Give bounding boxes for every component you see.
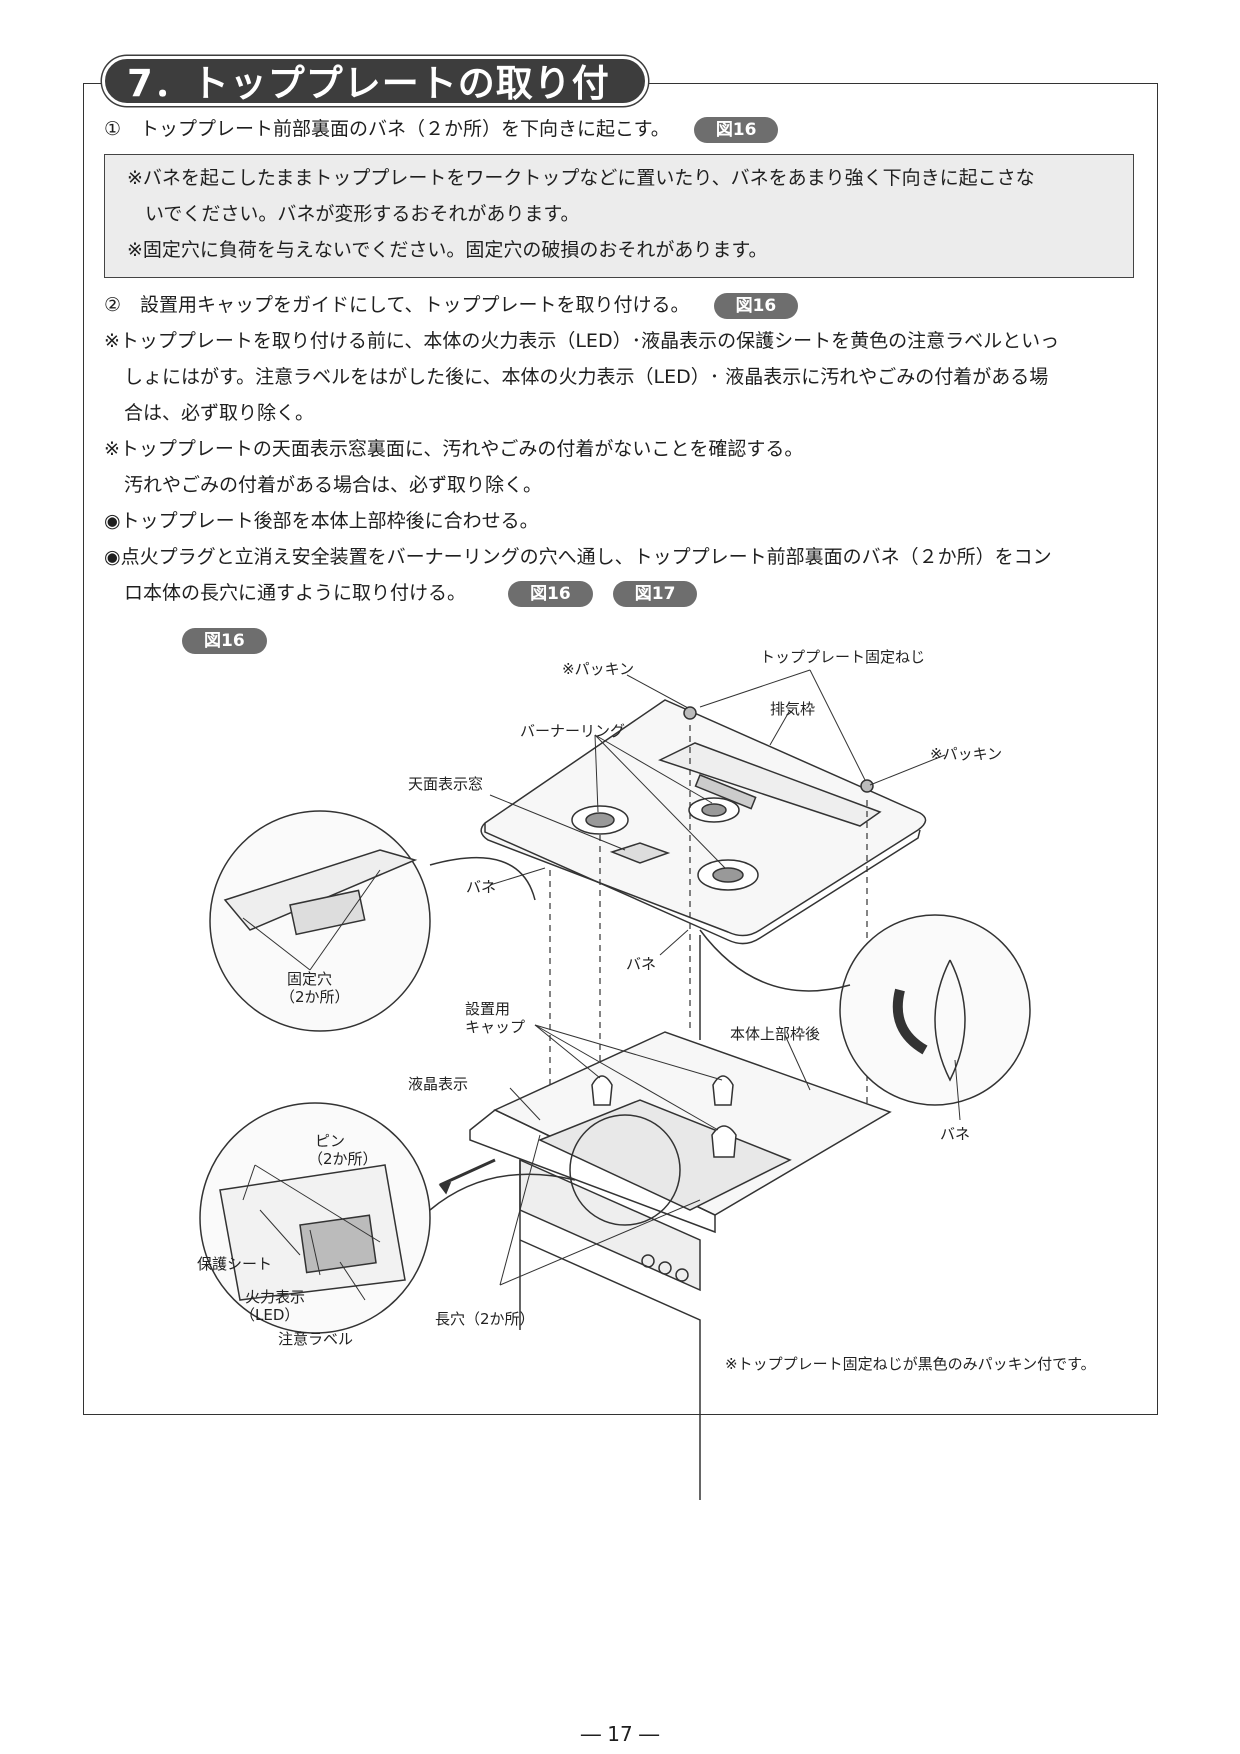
label-led: 火力表示 [245,1288,306,1306]
note-line: いでください。バネが変形するおそれがあります。 [145,203,580,225]
exhaust-frame [658,742,882,827]
body-line: 汚れやごみの付着がある場合は、必ず取り除く。 [124,474,543,496]
step-1: ① トッププレート前部裏面のバネ（２か所）を下向きに起こす。 図16 [104,116,779,143]
label-spring-center: バネ [626,955,657,973]
body-line: ※トッププレートを取り付ける前に、本体の火力表示（LED）･液晶表示の保護シート… [104,330,1060,352]
label-fix-hole: 固定穴 [287,970,333,988]
body-line: ◉トッププレート後部を本体上部枠後に合わせる。 [104,510,539,532]
screw [683,706,697,720]
label-exhaust-frame: 排気枠 [770,700,816,718]
step-2: ② 設置用キャップをガイドにして、トッププレートを取り付ける。 図16 [104,292,799,319]
figure-16-badge: 図16 [182,628,267,654]
figure-ref-badge: 図16 [508,580,593,607]
step-1-text: ① トッププレート前部裏面のバネ（２か所）を下向きに起こす。 [104,118,670,140]
label-frame-rear: 本体上部枠後 [730,1025,821,1043]
label-pin: ピン [315,1132,346,1150]
figure-footnote: ※トッププレート固定ねじが黒色のみパッキン付です。 [725,1355,1096,1373]
label-burner-ring: バーナーリング [520,722,626,740]
body-line: 合は、必ず取り除く。 [124,402,315,424]
setup-cap [712,1075,734,1106]
label-caution: 注意ラベル [278,1330,354,1348]
label-led-2: （LED） [240,1306,300,1324]
figure-ref-badge: 図16 [693,116,779,143]
body-line: ◉点火プラグと立消え安全装置をバーナーリングの穴へ通し、トッププレート前部裏面の… [104,546,1052,568]
body-line-last: ロ本体の長穴に通すように取り付ける。 図16 図17 [124,580,698,607]
label-lcd: 液晶表示 [408,1075,469,1093]
label-packing-left: ※パッキン [562,660,635,678]
figure-ref-badge: 図17 [612,580,698,607]
body-line: ※トッププレートの天面表示窓裏面に、汚れやごみの付着がないことを確認する。 [104,438,804,460]
label-cap-2: キャップ [465,1018,526,1036]
label-slot: 長穴（2か所） [435,1310,535,1328]
figure-ref-badge: 図16 [713,292,799,319]
label-protect-sheet: 保護シート [197,1255,273,1273]
label-display-window: 天面表示窓 [408,775,484,793]
section-title: 7．トッププレートの取り付け [102,56,648,155]
label-spring-right: バネ [940,1125,971,1143]
display-window [609,842,671,864]
body-line-text: ロ本体の長穴に通すように取り付ける。 [124,582,467,604]
body-line: しょにはがす。注意ラベルをはがした後に、本体の火力表示（LED）･ 液晶表示に汚… [124,366,1049,388]
label-spring-left: バネ [466,878,497,896]
step-2-text: ② 設置用キャップをガイドにして、トッププレートを取り付ける。 [104,294,690,316]
page-number: ― 17 ― [580,1722,660,1746]
label-fix-hole-count: （2か所） [280,988,350,1006]
note-line: ※バネを起こしたままトッププレートをワークトップなどに置いたり、バネをあまり強く… [127,167,1035,189]
label-packing-right: ※パッキン [930,745,1003,763]
label-screw: トッププレート固定ねじ [760,648,926,666]
setup-cap [711,1125,737,1158]
caution-note-box: ※バネを起こしたままトッププレートをワークトップなどに置いたり、バネをあまり強く… [104,154,1134,278]
zoom-source [569,1114,681,1226]
screw [860,779,874,793]
label-pin-count: （2か所） [308,1150,378,1168]
note-line: ※固定穴に負荷を与えないでください。固定穴の破損のおそれがあります。 [127,239,768,261]
setup-cap [591,1075,613,1106]
label-cap: 設置用 [465,1000,511,1018]
